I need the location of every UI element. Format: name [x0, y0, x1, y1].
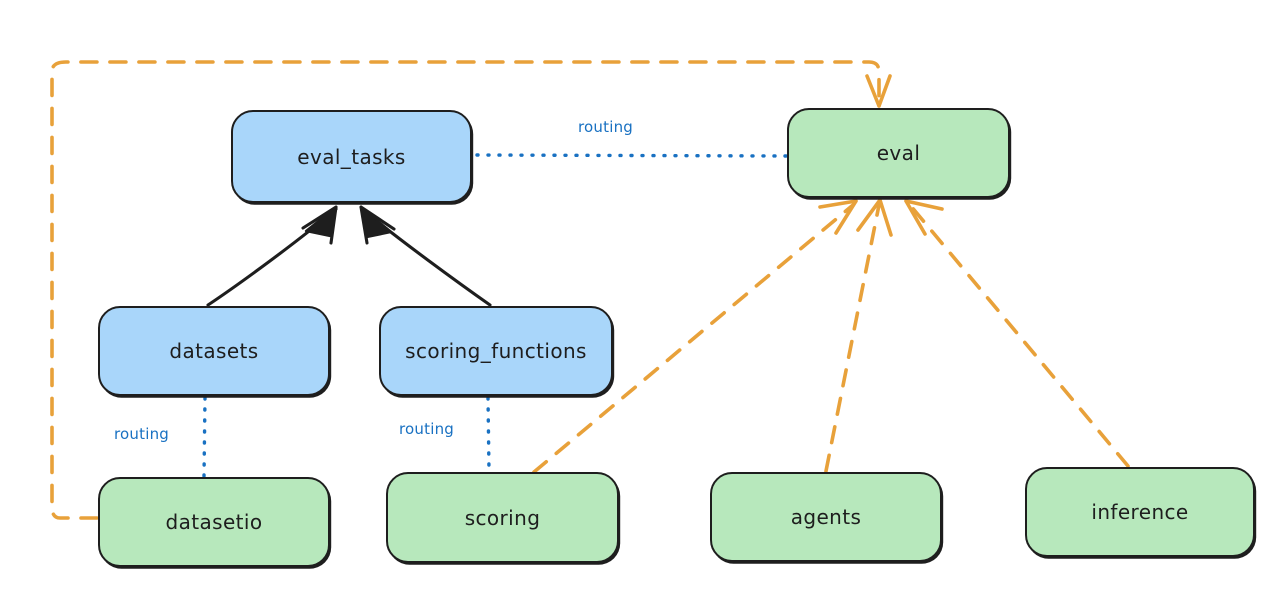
node-label: eval_tasks [297, 144, 406, 169]
edge-scoring_functions-to-eval_tasks [359, 205, 492, 307]
edge-label-routing-datasets-datasetio: routing [114, 425, 169, 443]
node-label: datasetio [165, 510, 263, 534]
node-label: eval [876, 141, 921, 165]
node-eval-tasks[interactable]: eval_tasks [231, 110, 472, 203]
edge-scoring_functions-to-scoring [486, 396, 491, 473]
node-scoring[interactable]: scoring [386, 472, 619, 563]
node-agents[interactable]: agents [710, 472, 942, 562]
node-label: inference [1091, 500, 1189, 524]
node-label: scoring_functions [405, 339, 587, 363]
node-eval[interactable]: eval [787, 108, 1010, 198]
edge-eval_tasks-to-eval [475, 153, 788, 158]
node-inference[interactable]: inference [1025, 467, 1255, 557]
node-datasetio[interactable]: datasetio [98, 477, 330, 567]
edge-label-routing-scoring-functions-scoring: routing [399, 420, 454, 438]
edge-label-routing-eval-tasks-eval: routing [578, 118, 633, 136]
node-label: datasets [169, 339, 259, 363]
node-scoring-functions[interactable]: scoring_functions [379, 306, 613, 396]
edge-datasets-to-datasetio [202, 396, 207, 478]
node-label: agents [790, 505, 862, 529]
edge-datasets-to-eval_tasks [206, 205, 338, 307]
edge-inference-to-eval [904, 199, 1130, 468]
node-label: scoring [464, 505, 541, 530]
edge-agents-to-eval [824, 198, 893, 473]
node-datasets[interactable]: datasets [98, 306, 330, 396]
